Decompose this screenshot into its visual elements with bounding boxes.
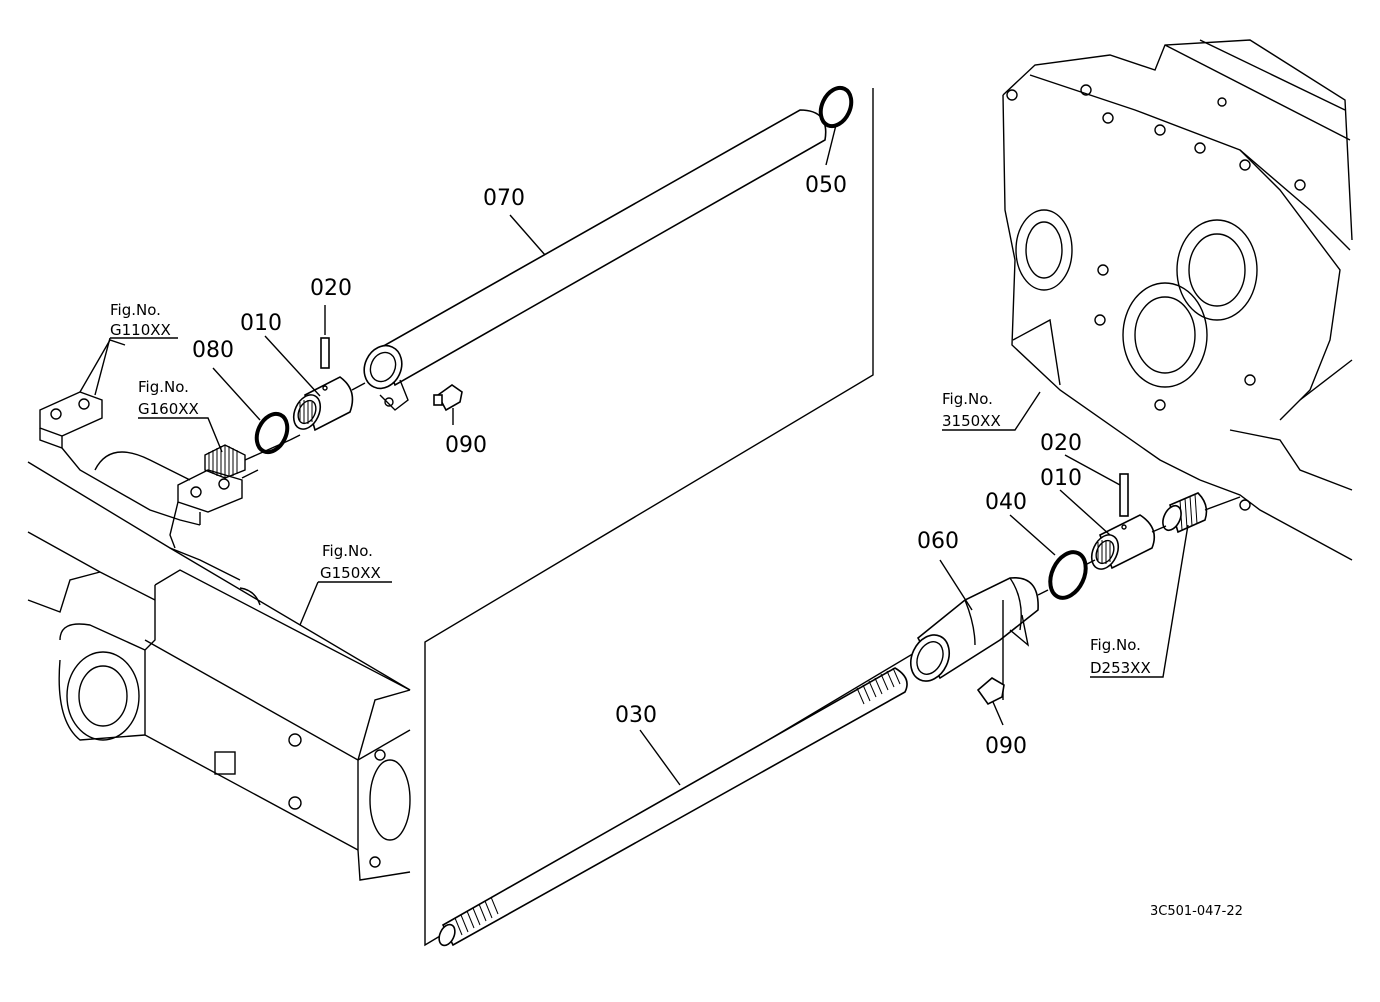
o-ring-040 xyxy=(1048,550,1088,600)
part-label-070: 070 xyxy=(483,186,525,211)
o-ring-050 xyxy=(818,85,854,129)
part-label-010-top: 010 xyxy=(240,311,282,336)
fig-ref-g160-line2: G160XX xyxy=(138,400,199,418)
fig-ref-g150-line2: G150XX xyxy=(320,564,381,582)
fig-ref-g160-line1: Fig.No. xyxy=(138,378,189,396)
fig-ref-d253-line1: Fig.No. xyxy=(1090,636,1141,654)
coupling-010-top xyxy=(292,376,354,432)
part-number-labels: 070 050 020 010 080 090 020 010 040 060 … xyxy=(192,173,1082,759)
spring-pin-020-right xyxy=(1119,473,1129,517)
figure-reference-labels: Fig.No. G110XX Fig.No. G160XX Fig.No. G1… xyxy=(110,301,1151,677)
plug-090-bottom xyxy=(976,677,1005,706)
transmission-case xyxy=(1002,39,1353,561)
o-ring-080 xyxy=(254,411,290,455)
sleeve-060 xyxy=(909,577,1039,700)
spline-shaft-stub xyxy=(1162,492,1241,534)
part-label-030: 030 xyxy=(615,703,657,728)
part-label-090-bottom: 090 xyxy=(985,734,1027,759)
part-label-020-right: 020 xyxy=(1040,431,1082,456)
fig-ref-3150-line2: 3150XX xyxy=(942,412,1001,430)
part-label-080: 080 xyxy=(192,338,234,363)
part-label-090-top: 090 xyxy=(445,433,487,458)
part-label-020-top: 020 xyxy=(310,276,352,301)
shaft-030 xyxy=(438,667,908,947)
part-label-040: 040 xyxy=(985,490,1027,515)
fig-ref-g110-line1: Fig.No. xyxy=(110,301,161,319)
front-axle-housing xyxy=(27,461,411,881)
fig-ref-d253-line2: D253XX xyxy=(1090,659,1151,677)
fig-ref-g150-line1: Fig.No. xyxy=(322,542,373,560)
part-label-060: 060 xyxy=(917,529,959,554)
leader-lines xyxy=(94,124,1189,786)
drawing-code: 3C501-047-22 xyxy=(1150,904,1243,919)
front-bracket xyxy=(39,339,291,549)
part-label-050: 050 xyxy=(805,173,847,198)
spring-pin-020-top xyxy=(320,337,330,369)
tube-070 xyxy=(363,109,827,411)
plug-090-top xyxy=(433,384,463,412)
part-label-010-right: 010 xyxy=(1040,466,1082,491)
fig-ref-3150-line1: Fig.No. xyxy=(942,390,993,408)
fig-ref-g110-line2: G110XX xyxy=(110,321,171,339)
